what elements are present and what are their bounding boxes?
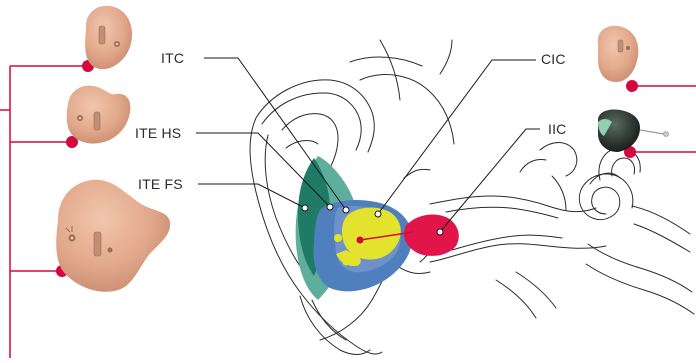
ear-canal-outline	[430, 143, 694, 319]
iic-leader	[440, 129, 540, 232]
iic-zone	[404, 215, 459, 256]
label-itc: ITC	[161, 50, 184, 66]
label-iic: IIC	[548, 121, 567, 137]
right-bracket	[630, 86, 696, 152]
cic-leader	[378, 60, 536, 214]
label-ite-hs: ITE HS	[135, 125, 181, 141]
ite-fs-leader	[198, 184, 305, 208]
itc-device-icon	[85, 6, 132, 70]
device-zones	[296, 156, 459, 300]
ite-fs-device-icon	[56, 180, 170, 292]
iic-device-icon	[598, 109, 669, 152]
ite-hs-device-icon	[67, 86, 131, 144]
cic-device-icon	[598, 26, 639, 82]
label-cic: CIC	[541, 51, 566, 67]
label-ite-fs: ITE FS	[138, 176, 183, 192]
